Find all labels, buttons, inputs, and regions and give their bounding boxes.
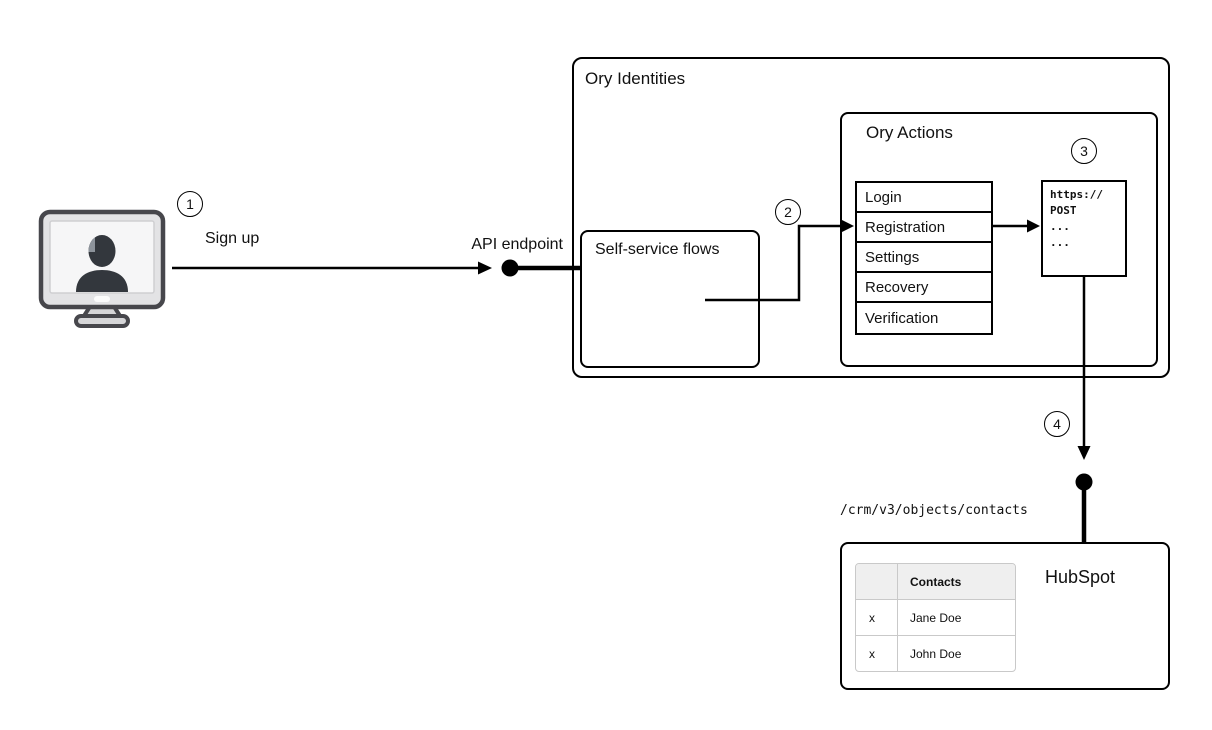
self-service-flows-title: Self-service flows (595, 241, 720, 258)
crm-endpoint-path: /crm/v3/objects/contacts (840, 503, 1028, 518)
flow-row-recovery: Recovery (857, 273, 991, 303)
contacts-header-empty-cell (856, 564, 898, 599)
api-endpoint-dot (501, 259, 581, 277)
contacts-table-row: x Jane Doe (856, 600, 1015, 636)
flow-row-login: Login (857, 183, 991, 213)
step-badge-3: 3 (1071, 138, 1097, 164)
contacts-table: Contacts x Jane Doe x John Doe (855, 563, 1016, 672)
ory-identities-title: Ory Identities (585, 69, 686, 88)
ory-identities-box (572, 57, 1170, 378)
ory-actions-title: Ory Actions (866, 123, 953, 142)
hubspot-endpoint-dot (1075, 473, 1093, 543)
flow-row-registration: Registration (857, 213, 991, 243)
arrow-registration-to-webhook (993, 219, 1040, 233)
contact-name-cell: Jane Doe (910, 610, 962, 625)
code-line: POST (1050, 204, 1077, 217)
sign-up-label: Sign up (205, 230, 260, 247)
flow-row-verification: Verification (865, 309, 939, 327)
contact-name-cell: John Doe (910, 646, 962, 661)
contacts-header-label: Contacts (910, 574, 962, 589)
code-line: https:// (1050, 188, 1103, 201)
monitor-user-icon (38, 209, 166, 328)
hubspot-title: HubSpot (1045, 567, 1116, 587)
contacts-table-header: Contacts (856, 564, 1015, 600)
code-line: ... (1050, 220, 1070, 233)
contacts-table-row: x John Doe (856, 636, 1015, 671)
arrow-flows-to-registration (705, 219, 854, 302)
step-badge-1: 1 (177, 191, 203, 217)
contact-checkbox-cell: x (856, 636, 898, 671)
arrow-webhook-to-hubspot (1077, 277, 1091, 460)
ory-actions-box (840, 112, 1158, 367)
hubspot-box (840, 542, 1170, 690)
contact-checkbox-cell: x (856, 600, 898, 635)
flow-list: Login Registration Settings Recovery Ver… (855, 181, 993, 335)
self-service-flows-box (580, 230, 760, 368)
arrow-signup-to-endpoint (172, 261, 492, 275)
code-line: ... (1050, 236, 1070, 249)
step-badge-4: 4 (1044, 411, 1070, 437)
step-badge-2: 2 (775, 199, 801, 225)
webhook-code-box: https:// POST ... ... (1041, 180, 1127, 277)
flow-row-settings: Settings (857, 243, 991, 273)
api-endpoint-label: API endpoint (471, 236, 563, 253)
